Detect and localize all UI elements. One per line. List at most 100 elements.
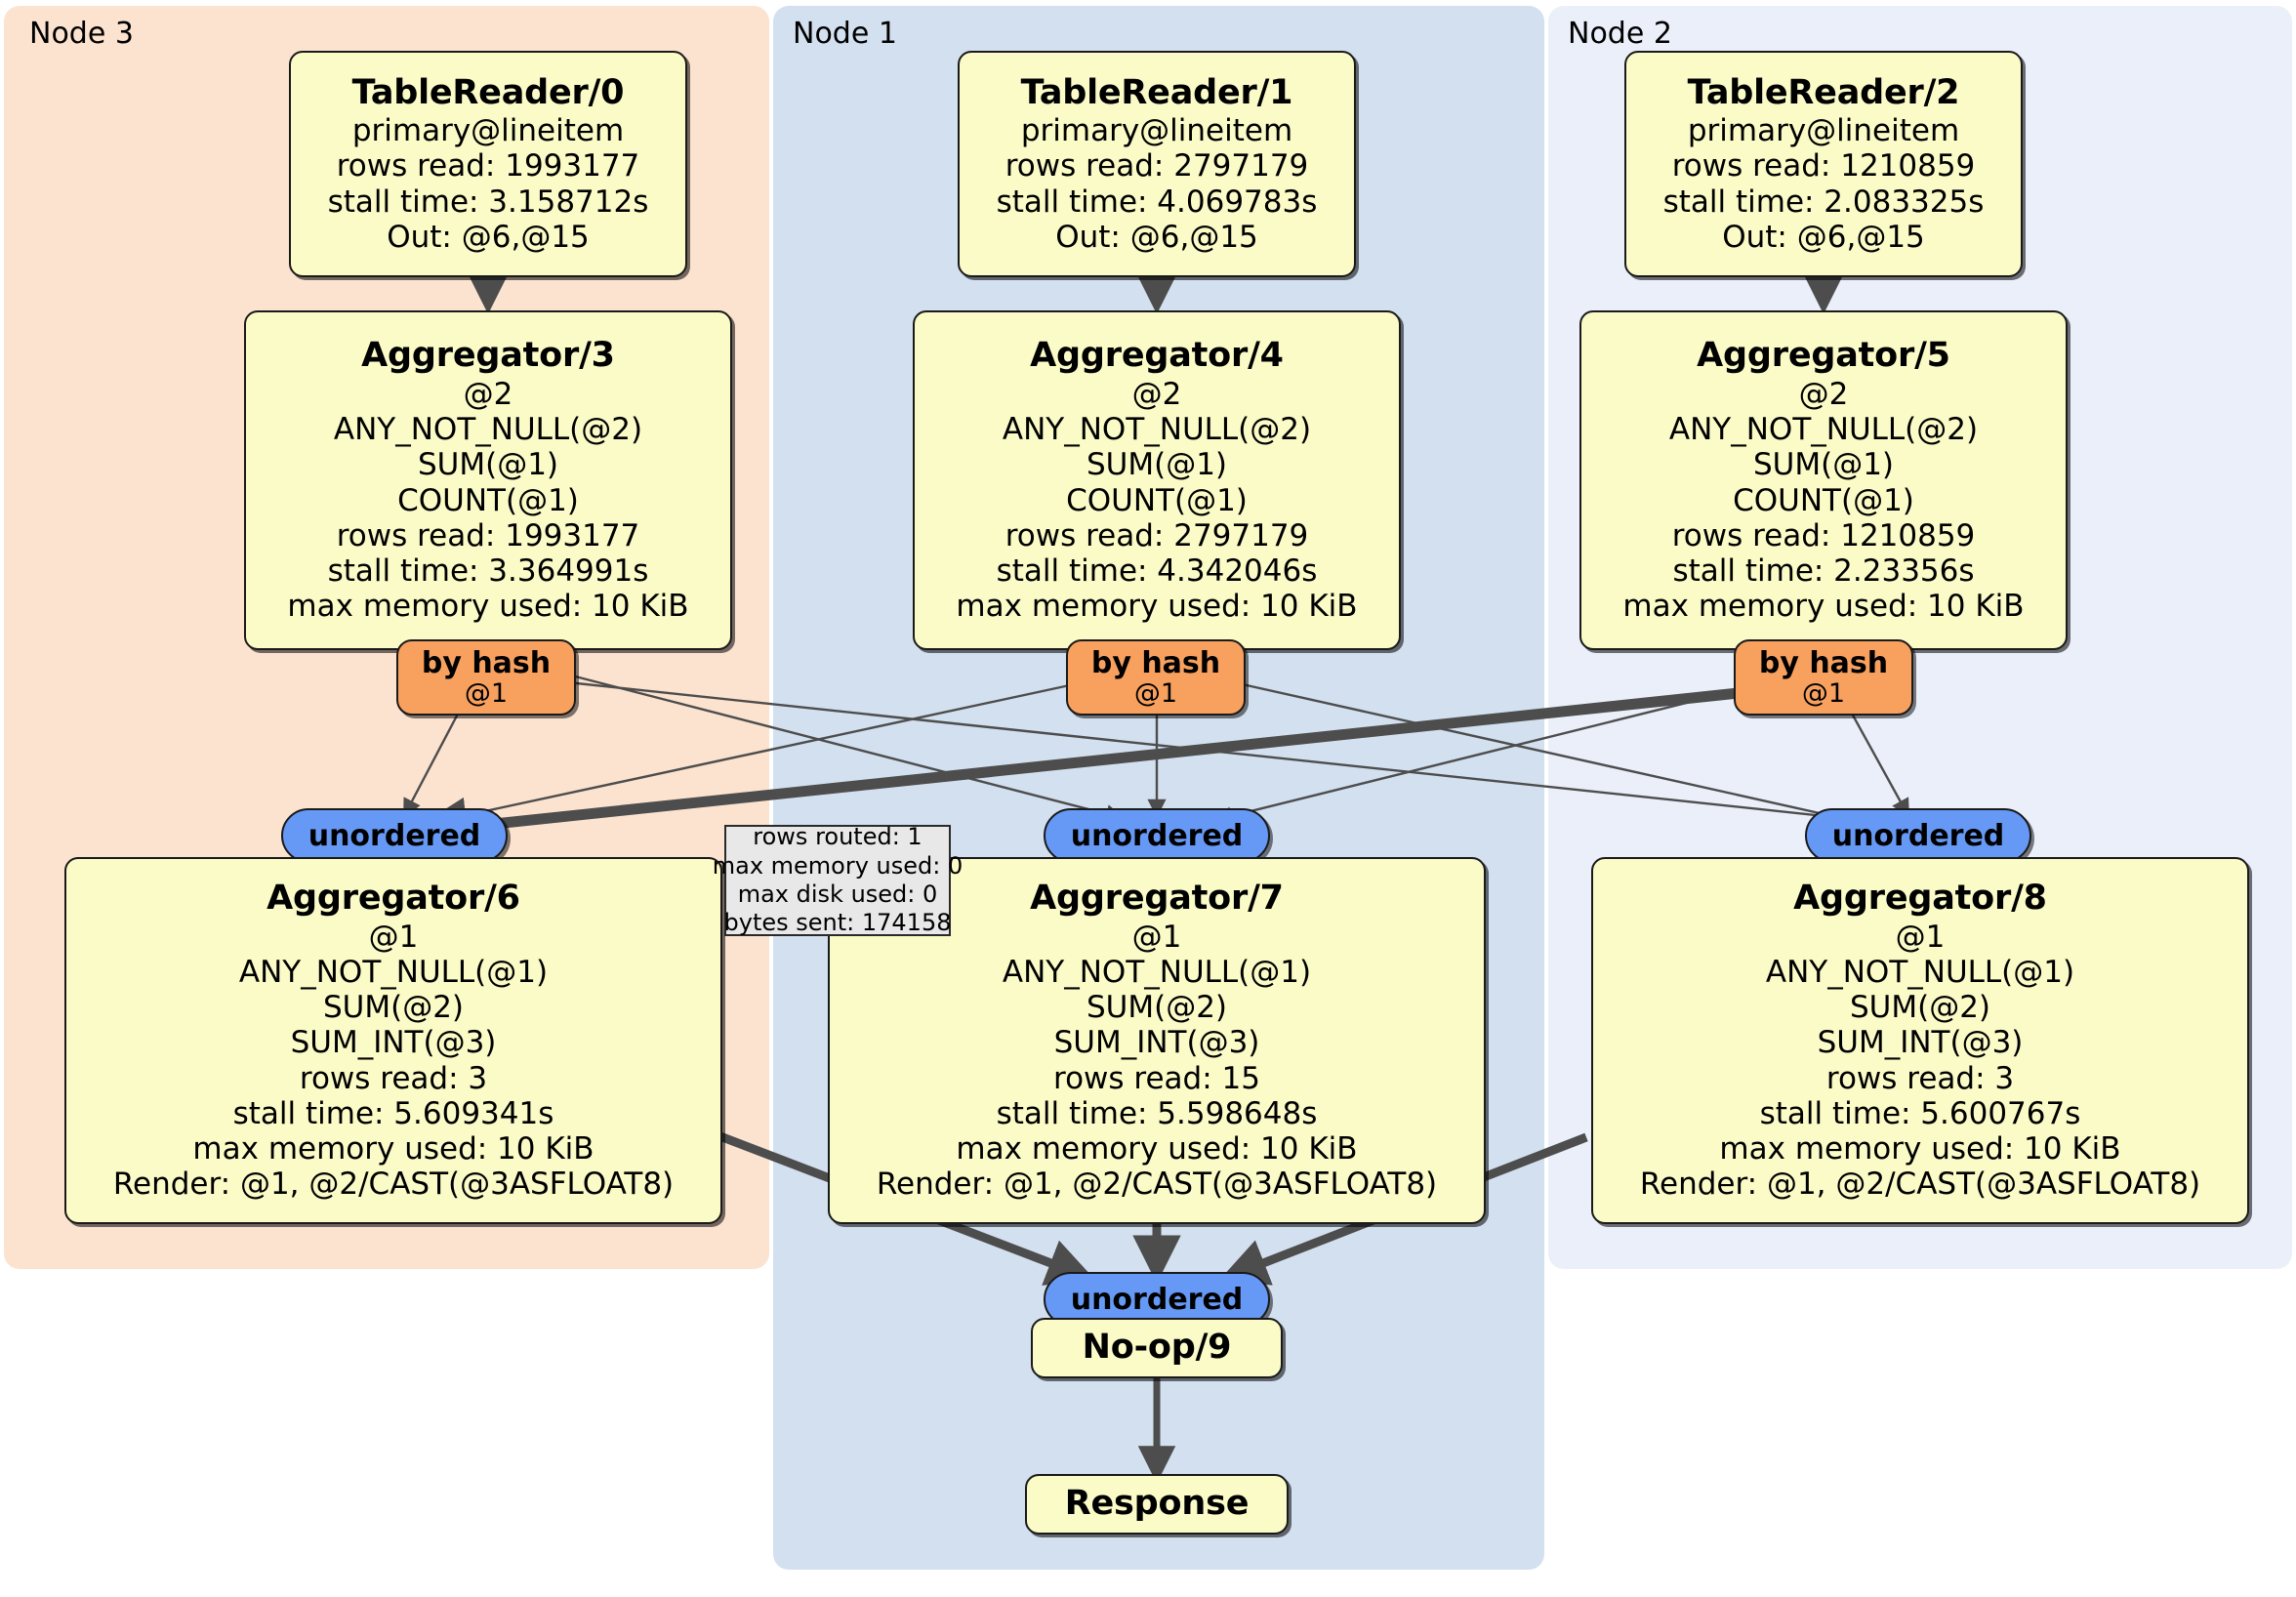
stats-line: rows routed: 1 xyxy=(753,823,922,851)
operator-detail: COUNT(@1) xyxy=(1066,482,1248,518)
operator-detail: stall time: 5.600767s xyxy=(1759,1095,2081,1131)
by-hash-node-2[interactable]: by hash @1 xyxy=(1734,639,1913,716)
operator-detail: SUM_INT(@3) xyxy=(1053,1025,1260,1061)
operator-detail: max memory used: 10 KiB xyxy=(1719,1131,2121,1167)
operator-detail: ANY_NOT_NULL(@2) xyxy=(1668,411,1979,447)
operator-detail: Render: @1, @2/CAST(@3ASFLOAT8) xyxy=(1639,1167,2201,1203)
operator-box-response[interactable]: Response xyxy=(1025,1474,1289,1535)
operator-box-tablereader-0[interactable]: TableReader/0 primary@lineitem rows read… xyxy=(289,51,687,277)
operator-detail: primary@lineitem xyxy=(351,113,625,149)
operator-box-tablereader-2[interactable]: TableReader/2 primary@lineitem rows read… xyxy=(1624,51,2023,277)
operator-detail: rows read: 3 xyxy=(1825,1060,2015,1096)
operator-detail: COUNT(@1) xyxy=(1733,482,1914,518)
operator-detail: stall time: 4.342046s xyxy=(996,553,1318,590)
operator-detail: Out: @6,@15 xyxy=(387,219,590,255)
operator-detail: @2 xyxy=(1131,376,1182,412)
operator-detail: rows read: 3 xyxy=(299,1060,488,1096)
operator-title: Aggregator/4 xyxy=(1030,336,1284,376)
operator-detail: primary@lineitem xyxy=(1687,113,1960,149)
unordered-node-final[interactable]: unordered xyxy=(1044,1272,1270,1327)
operator-box-tablereader-1[interactable]: TableReader/1 primary@lineitem rows read… xyxy=(958,51,1356,277)
operator-box-aggregator-6[interactable]: Aggregator/6 @1 ANY_NOT_NULL(@1) SUM(@2)… xyxy=(64,857,722,1224)
operator-detail: stall time: 3.158712s xyxy=(327,184,649,220)
operator-title: Aggregator/3 xyxy=(361,336,615,376)
unordered-node-left[interactable]: unordered xyxy=(281,808,508,863)
operator-detail: SUM(@1) xyxy=(1752,447,1895,483)
operator-title: TableReader/2 xyxy=(1687,72,1960,112)
operator-detail: max memory used: 10 KiB xyxy=(956,1131,1358,1167)
operator-detail: @1 xyxy=(1131,919,1182,955)
operator-detail: rows read: 1993177 xyxy=(336,517,640,553)
operator-detail: rows read: 1210859 xyxy=(1671,517,1976,553)
operator-detail: SUM(@2) xyxy=(1849,990,1991,1026)
operator-box-aggregator-3[interactable]: Aggregator/3 @2 ANY_NOT_NULL(@2) SUM(@1)… xyxy=(244,310,732,650)
unordered-node-middle[interactable]: unordered xyxy=(1044,808,1270,863)
operator-detail: COUNT(@1) xyxy=(397,482,579,518)
operator-detail: ANY_NOT_NULL(@1) xyxy=(1002,954,1312,990)
by-hash-node-1[interactable]: by hash @1 xyxy=(1066,639,1246,716)
operator-title: Aggregator/7 xyxy=(1030,879,1284,919)
unordered-label: unordered xyxy=(1831,818,2005,853)
operator-detail: ANY_NOT_NULL(@1) xyxy=(1765,954,2075,990)
operator-detail: stall time: 4.069783s xyxy=(996,184,1318,220)
operator-detail: stall time: 2.23356s xyxy=(1672,553,1975,590)
operator-detail: max memory used: 10 KiB xyxy=(956,589,1358,625)
cluster-label-node-2: Node 2 xyxy=(1568,17,1672,51)
operator-detail: ANY_NOT_NULL(@1) xyxy=(238,954,549,990)
operator-detail: primary@lineitem xyxy=(1020,113,1293,149)
stats-line: max memory used: 0 xyxy=(712,851,964,880)
operator-detail: ANY_NOT_NULL(@2) xyxy=(333,411,643,447)
operator-detail: SUM(@2) xyxy=(322,990,465,1026)
operator-detail: stall time: 5.598648s xyxy=(996,1095,1318,1131)
operator-detail: SUM(@2) xyxy=(1086,990,1228,1026)
operator-detail: Out: @6,@15 xyxy=(1055,219,1258,255)
operator-title: No-op/9 xyxy=(1082,1328,1232,1368)
by-hash-label: by hash xyxy=(1758,645,1889,680)
operator-box-noop-9[interactable]: No-op/9 xyxy=(1031,1318,1283,1378)
operator-detail: @2 xyxy=(1798,376,1849,412)
operator-box-aggregator-5[interactable]: Aggregator/5 @2 ANY_NOT_NULL(@2) SUM(@1)… xyxy=(1579,310,2068,650)
stream-stats-box: rows routed: 1 max memory used: 0 max di… xyxy=(713,823,964,937)
operator-detail: rows read: 15 xyxy=(1053,1060,1260,1096)
operator-detail: rows read: 1210859 xyxy=(1671,148,1976,184)
by-hash-column: @1 xyxy=(464,677,509,709)
operator-detail: @1 xyxy=(368,919,419,955)
operator-title: TableReader/1 xyxy=(1020,72,1293,112)
by-hash-column: @1 xyxy=(1801,677,1846,709)
operator-title: TableReader/0 xyxy=(351,72,625,112)
stats-line: max disk used: 0 xyxy=(737,880,938,908)
cluster-label-node-1: Node 1 xyxy=(793,17,897,51)
operator-detail: max memory used: 10 KiB xyxy=(1622,589,2025,625)
operator-detail: Render: @1, @2/CAST(@3ASFLOAT8) xyxy=(112,1167,675,1203)
operator-detail: ANY_NOT_NULL(@2) xyxy=(1002,411,1312,447)
operator-detail: SUM_INT(@3) xyxy=(290,1025,497,1061)
operator-detail: max memory used: 10 KiB xyxy=(192,1131,594,1167)
by-hash-node-3[interactable]: by hash @1 xyxy=(396,639,576,716)
cluster-label-node-3: Node 3 xyxy=(29,17,134,51)
operator-detail: SUM(@1) xyxy=(1086,447,1228,483)
operator-detail: rows read: 2797179 xyxy=(1004,517,1309,553)
operator-detail: Out: @6,@15 xyxy=(1722,219,1925,255)
unordered-label: unordered xyxy=(1070,818,1244,853)
operator-detail: rows read: 1993177 xyxy=(336,148,640,184)
operator-title: Aggregator/6 xyxy=(266,879,520,919)
operator-detail: SUM(@1) xyxy=(417,447,559,483)
by-hash-label: by hash xyxy=(1090,645,1221,680)
operator-box-aggregator-8[interactable]: Aggregator/8 @1 ANY_NOT_NULL(@1) SUM(@2)… xyxy=(1591,857,2249,1224)
by-hash-column: @1 xyxy=(1133,677,1178,709)
operator-detail: SUM_INT(@3) xyxy=(1817,1025,2024,1061)
operator-detail: @1 xyxy=(1895,919,1946,955)
operator-detail: stall time: 2.083325s xyxy=(1662,184,1985,220)
stats-line: bytes sent: 174158 xyxy=(723,909,952,937)
unordered-label: unordered xyxy=(1070,1282,1244,1317)
unordered-node-right[interactable]: unordered xyxy=(1805,808,2031,863)
operator-detail: stall time: 3.364991s xyxy=(327,553,649,590)
operator-title: Aggregator/5 xyxy=(1697,336,1950,376)
operator-detail: Render: @1, @2/CAST(@3ASFLOAT8) xyxy=(876,1167,1438,1203)
unordered-label: unordered xyxy=(308,818,481,853)
operator-detail: @2 xyxy=(463,376,513,412)
operator-title: Aggregator/8 xyxy=(1793,879,2047,919)
operator-box-aggregator-4[interactable]: Aggregator/4 @2 ANY_NOT_NULL(@2) SUM(@1)… xyxy=(913,310,1401,650)
operator-title: Response xyxy=(1064,1484,1250,1524)
